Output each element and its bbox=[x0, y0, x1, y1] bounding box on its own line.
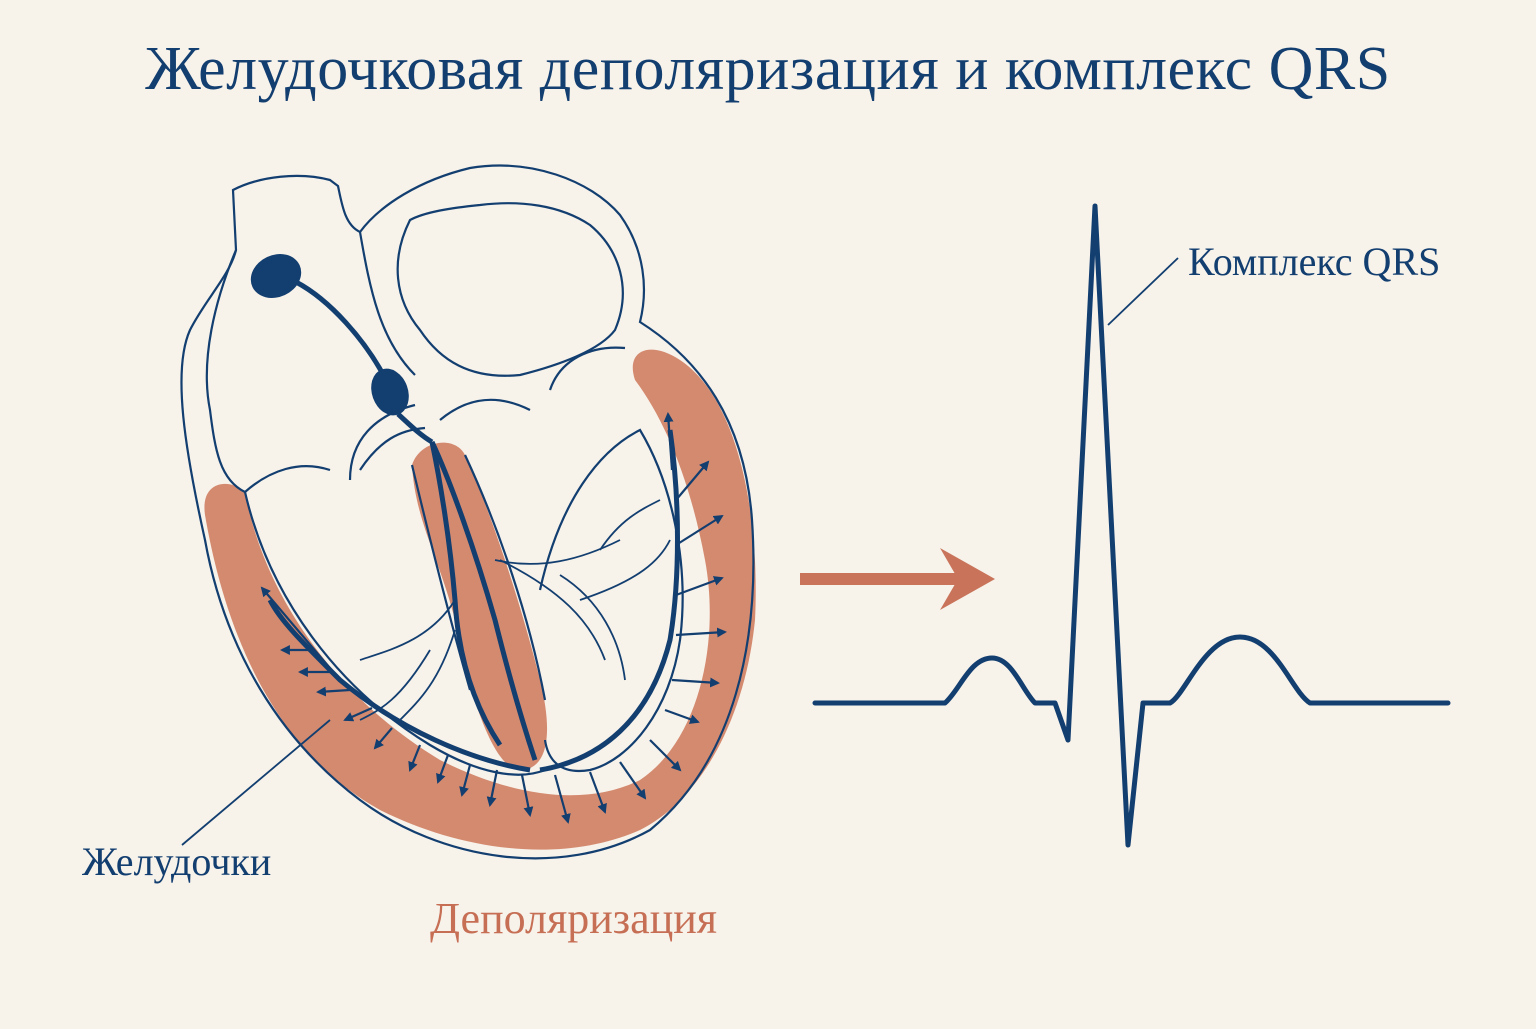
ecg-trace bbox=[812, 203, 1451, 848]
depolarization-arrow bbox=[486, 769, 499, 807]
purkinje-left bbox=[539, 429, 680, 773]
purkinje-fiber bbox=[459, 649, 491, 731]
depolarization-arrow bbox=[520, 774, 534, 817]
depolarization-arrow bbox=[588, 771, 607, 814]
left-ventricle-cavity bbox=[538, 428, 684, 773]
purkinje-fiber bbox=[599, 499, 661, 551]
depolarized-ventricular-wall bbox=[204, 349, 756, 850]
flow-arrow bbox=[800, 548, 995, 610]
depolarization-arrow bbox=[675, 514, 724, 546]
depolarization-arrow bbox=[664, 708, 700, 724]
depolarization-arrow bbox=[408, 744, 422, 772]
purkinje-fiber bbox=[399, 629, 456, 721]
ventricles-leader-line bbox=[181, 719, 331, 846]
depolarization-arrow bbox=[373, 727, 393, 750]
depolarization-arrow bbox=[675, 576, 724, 597]
depolarization-arrow bbox=[260, 586, 341, 681]
ventricles-label: Желудочки bbox=[82, 839, 272, 884]
depolarization-arrow bbox=[619, 761, 647, 800]
internodal-pathway bbox=[294, 279, 388, 380]
sa-node bbox=[250, 254, 302, 298]
septum-right-edge bbox=[464, 454, 547, 701]
av-node bbox=[371, 368, 409, 416]
purkinje-fiber bbox=[579, 539, 671, 601]
depolarization-arrow bbox=[343, 706, 373, 722]
left-bundle-branch bbox=[429, 440, 538, 761]
left-atrium bbox=[396, 202, 624, 377]
depolarization-arrow bbox=[649, 739, 682, 772]
purkinje-fiber bbox=[359, 599, 456, 661]
flow-arrow-head bbox=[940, 548, 995, 610]
purkinje-fiber bbox=[499, 559, 606, 661]
depolarization-arrow bbox=[436, 754, 450, 784]
purkinje-right bbox=[267, 598, 531, 773]
heart-outer-contour bbox=[180, 164, 755, 860]
depolarization-arrow bbox=[675, 627, 727, 638]
qrs-complex-label: Комплекс QRS bbox=[1188, 239, 1441, 284]
depolarization-arrow bbox=[553, 774, 571, 824]
depolarization-arrow bbox=[663, 412, 674, 471]
purkinje-fiber bbox=[559, 574, 626, 681]
mitral-valve bbox=[439, 398, 531, 421]
right-atrium bbox=[205, 249, 331, 494]
qrs-leader-line bbox=[1107, 257, 1179, 326]
purkinje-fiber bbox=[494, 539, 621, 565]
flow-arrow-shaft bbox=[800, 573, 960, 585]
bundle-of-his bbox=[396, 412, 434, 445]
depolarization-label: Деполяризация bbox=[430, 894, 718, 943]
depolarization-arrow bbox=[675, 460, 710, 501]
aortic-valve bbox=[548, 346, 626, 391]
purkinje-fibers bbox=[359, 499, 671, 731]
depolarization-arrow bbox=[459, 764, 472, 797]
atrial-septum bbox=[358, 231, 416, 376]
purkinje-fiber bbox=[359, 649, 431, 721]
page-title: Желудочковая деполяризация и комплекс QR… bbox=[145, 35, 1391, 103]
depolarized-septum bbox=[412, 442, 548, 770]
depolarization-arrow bbox=[316, 686, 351, 697]
depolarization-arrow bbox=[671, 677, 720, 688]
depolarization-arrows bbox=[260, 412, 727, 824]
